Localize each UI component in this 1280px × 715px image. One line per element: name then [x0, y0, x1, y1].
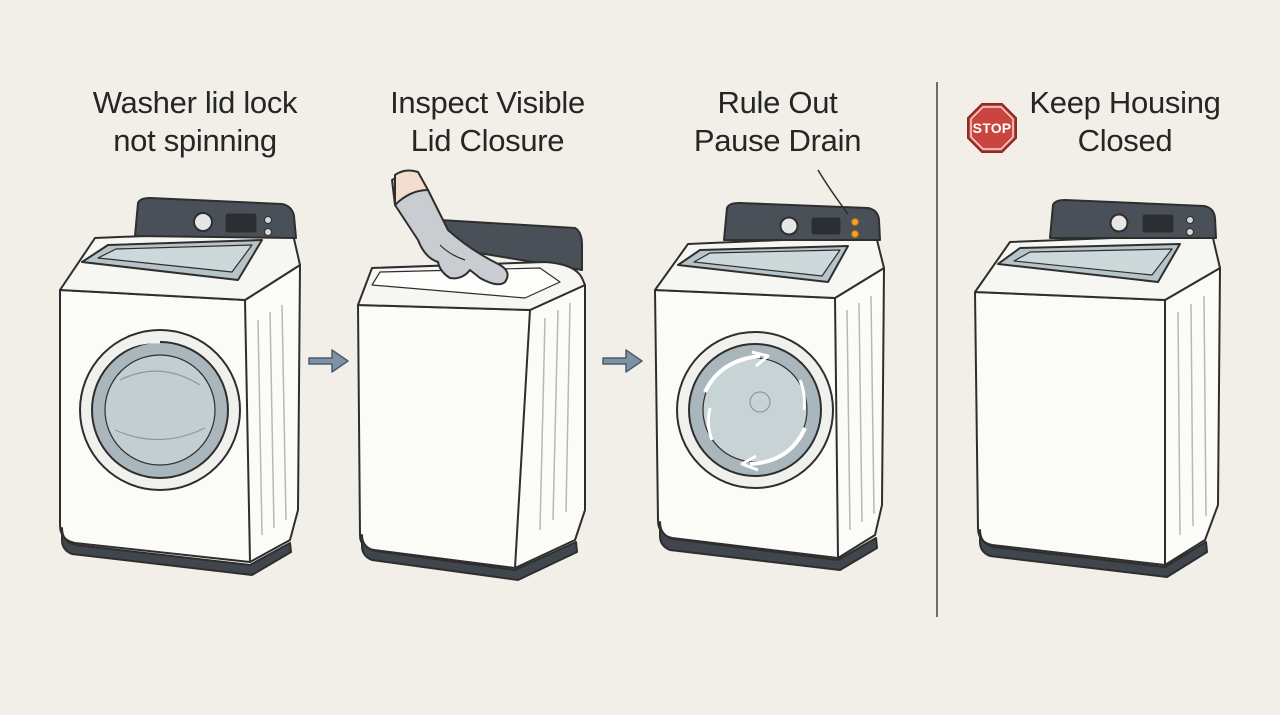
arrow-right-icon [602, 349, 643, 373]
step-1-title-line-1: Washer lid lock [92, 85, 298, 120]
step-4-title-line-2: Closed [1077, 123, 1173, 158]
step-1-title: Washer lid lock not spinning [50, 84, 340, 160]
section-divider [936, 82, 938, 617]
step-4-title-line-1: Keep Housing [1029, 85, 1221, 120]
step-3-title-line-2: Pause Drain [693, 123, 862, 158]
stop-sign-label: STOP [972, 120, 1012, 136]
step-2: Inspect Visible Lid Closure [340, 0, 635, 715]
arrow-right-icon [308, 349, 349, 373]
step-3: Rule Out Pause Drain [635, 0, 920, 715]
step-3-title: Rule Out Pause Drain [635, 84, 920, 160]
step-4: Keep Housing Closed [1010, 0, 1240, 715]
step-4-title: Keep Housing Closed [1010, 84, 1240, 160]
step-1-title-line-2: not spinning [113, 123, 277, 158]
step-2-title-line-1: Inspect Visible [390, 85, 585, 120]
step-2-title-line-2: Lid Closure [410, 123, 565, 158]
step-2-title: Inspect Visible Lid Closure [340, 84, 635, 160]
step-3-title-line-1: Rule Out [717, 85, 838, 120]
stop-sign-icon: STOP [966, 102, 1018, 154]
step-1: Washer lid lock not spinning [50, 0, 340, 715]
